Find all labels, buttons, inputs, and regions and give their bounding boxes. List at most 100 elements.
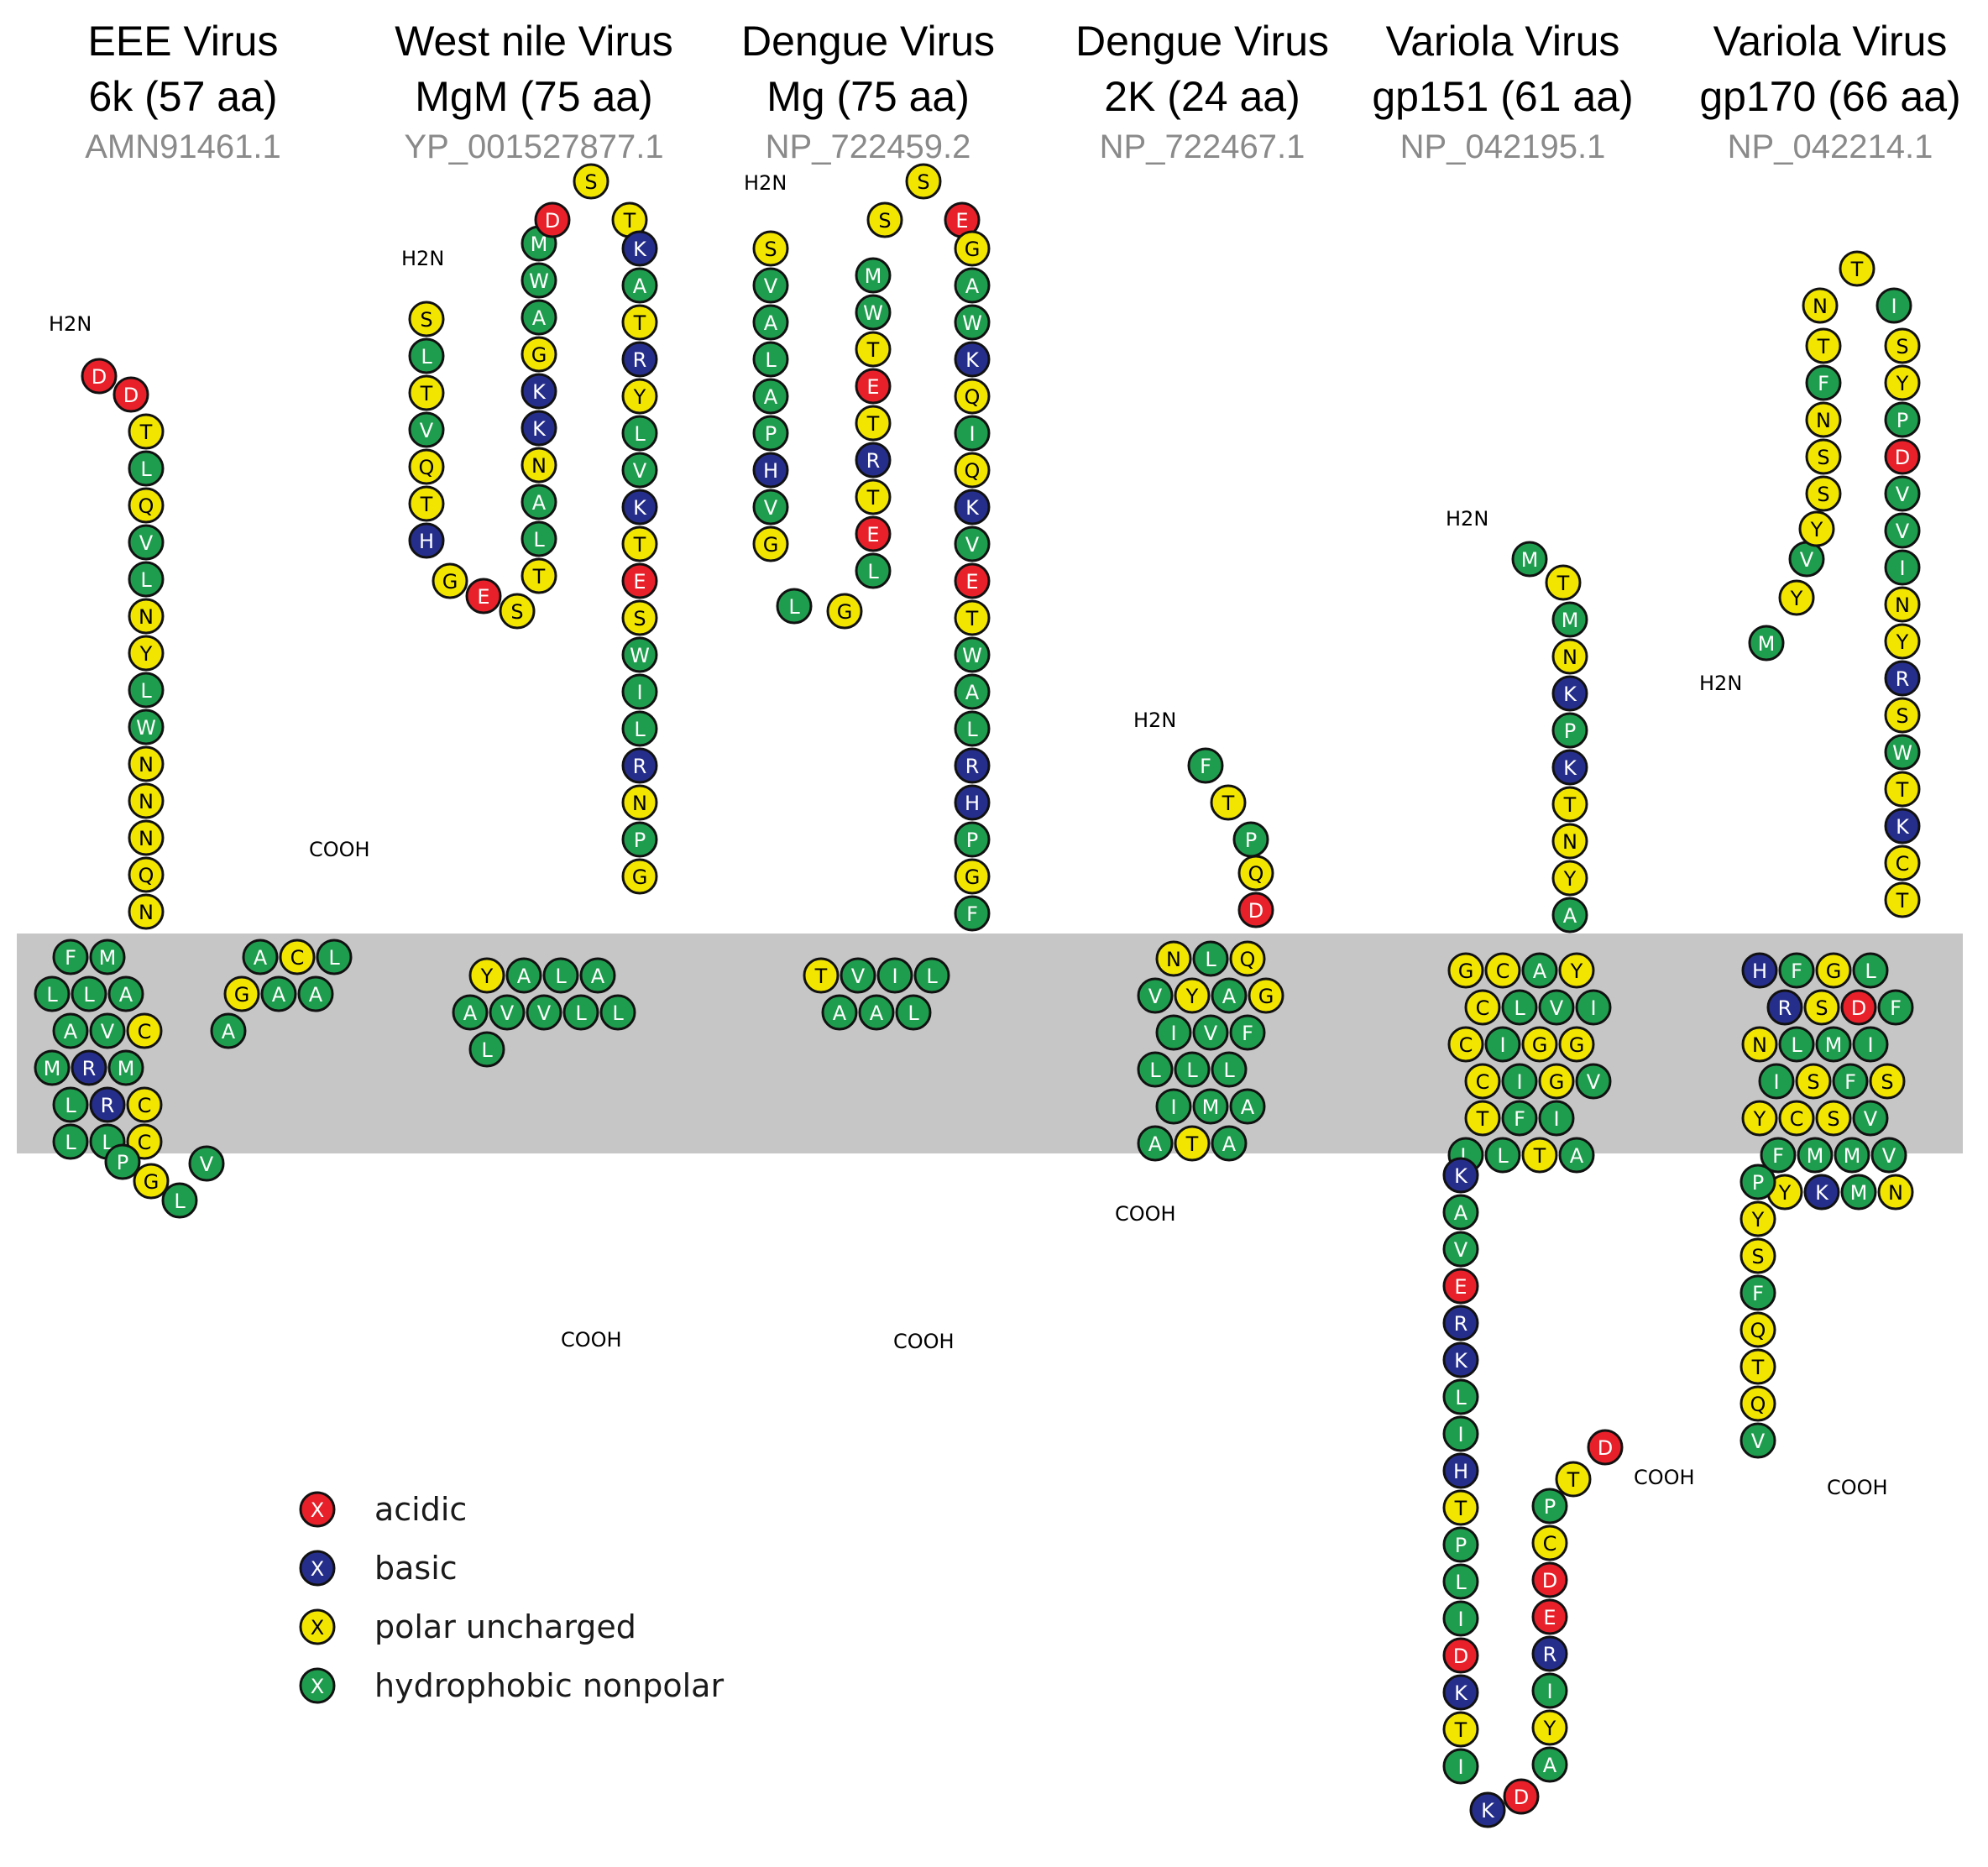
residue-basic: [1442, 1341, 1479, 1378]
residue-acidic: [1503, 1778, 1540, 1815]
residue-letter: E: [1454, 1275, 1467, 1299]
residue-letter: T: [420, 382, 433, 405]
residue-letter: A: [463, 1001, 478, 1025]
residue-polar: [128, 819, 165, 856]
residue-letter: S: [584, 170, 597, 194]
residue-letter: Y: [139, 642, 153, 666]
residue-polar: [521, 557, 557, 594]
residue-letter: F: [1844, 1070, 1856, 1094]
residue-letter: L: [966, 718, 978, 741]
residue-letter: V: [200, 1153, 214, 1176]
residue-letter: Q: [1750, 1393, 1766, 1416]
residue-letter: H: [1453, 1460, 1468, 1483]
residue-hydrophobic: [1137, 1125, 1174, 1162]
residue-letter: V: [537, 1001, 552, 1025]
residue-hydrophobic: [52, 1123, 89, 1160]
residue-letter: H: [419, 530, 434, 553]
residue-letter: Y: [1563, 867, 1577, 891]
residue-basic: [954, 784, 991, 821]
residue-polar: [1442, 1711, 1479, 1748]
residue-polar: [1558, 952, 1595, 989]
residue-hydrophobic: [1531, 1746, 1568, 1783]
residue-letter: G: [1569, 1033, 1585, 1057]
residue-letter: H: [763, 459, 778, 483]
residue-letter: Y: [480, 965, 494, 988]
residue-hydrophobic: [621, 710, 658, 747]
residue-letter: G: [234, 983, 250, 1007]
residue-letter: V: [1896, 520, 1910, 543]
residue-basic: [1469, 1791, 1506, 1828]
residue-hydrophobic: [408, 337, 445, 374]
residue-hydrophobic: [1778, 1026, 1815, 1063]
residue-hydrophobic: [1805, 364, 1842, 401]
residue-hydrophobic: [1229, 1014, 1266, 1051]
residue-hydrophobic: [34, 975, 71, 1012]
residue-polar: [1210, 784, 1247, 821]
residue-letter: N: [1166, 948, 1181, 971]
residue-basic: [621, 489, 658, 526]
legend-label: acidic: [374, 1491, 467, 1528]
residue-letter: G: [144, 1170, 160, 1194]
residue-hydrophobic: [526, 994, 562, 1031]
residue-letter: V: [633, 459, 647, 483]
residue-letter: N: [632, 792, 647, 815]
residue-polar: [1805, 327, 1842, 364]
residue-letter: I: [1457, 1608, 1463, 1631]
residue-letter: S: [1896, 704, 1908, 728]
residue-letter: G: [1549, 1070, 1565, 1094]
residue-letter: S: [1817, 483, 1829, 506]
residue-letter: C: [138, 1094, 152, 1117]
residue-hydrophobic: [876, 957, 913, 994]
residue-hydrophobic: [1575, 989, 1612, 1026]
residue-letter: L: [612, 1001, 624, 1025]
residue-letter: I: [1590, 996, 1596, 1020]
residue-letter: L: [634, 718, 646, 741]
residue-hydrophobic: [1884, 549, 1921, 586]
residue-letter: G: [1532, 1033, 1548, 1057]
residue-basic: [1884, 660, 1921, 697]
residue-letter: V: [1800, 548, 1814, 572]
residue-letter: V: [851, 965, 866, 988]
residue-letter: P: [765, 422, 777, 446]
residue-letter: T: [866, 412, 880, 436]
residue-letter: V: [1454, 1238, 1468, 1262]
residue-letter: N: [139, 901, 154, 924]
residue-hydrophobic: [408, 411, 445, 448]
residue-hydrophobic: [621, 415, 658, 452]
residue-letter: V: [500, 1001, 515, 1025]
residue-letter: P: [1564, 719, 1576, 743]
residue-letter: C: [1496, 960, 1510, 983]
residue-basic: [71, 1049, 107, 1086]
residue-hydrophobic: [1575, 1063, 1612, 1100]
residue-letter: L: [481, 1038, 493, 1062]
residue-letter: P: [1752, 1171, 1764, 1195]
residue-hydrophobic: [1192, 1014, 1229, 1051]
residue-hydrophobic: [855, 552, 892, 589]
residue-letter: D: [123, 384, 139, 407]
residue-polar: [1551, 786, 1588, 823]
residue-polar: [1798, 510, 1835, 547]
residue-hydrophobic: [1442, 1415, 1479, 1452]
residue-polar: [752, 526, 789, 562]
residue-polar: [128, 745, 165, 782]
residue-hydrophobic: [1501, 1063, 1538, 1100]
residue-polar: [1551, 638, 1588, 675]
residue-polar: [621, 304, 658, 341]
residue-hydrophobic: [107, 975, 144, 1012]
residue-letter: C: [1543, 1532, 1557, 1556]
residue-hydrophobic: [621, 636, 658, 673]
residue-hydrophobic: [128, 672, 165, 709]
residue-letter: F: [1818, 372, 1829, 395]
residue-hydrophobic: [621, 673, 658, 710]
residue-letter: E: [477, 585, 489, 609]
legend-swatch: [299, 1491, 336, 1528]
residue-basic: [1442, 1674, 1479, 1711]
residue-letter: L: [908, 1001, 919, 1025]
residue-letter: T: [1454, 1497, 1467, 1520]
residue-letter: Y: [1570, 960, 1583, 983]
residue-letter: M: [99, 946, 117, 970]
residue-basic: [521, 373, 557, 410]
residue-letter: D: [92, 365, 107, 389]
